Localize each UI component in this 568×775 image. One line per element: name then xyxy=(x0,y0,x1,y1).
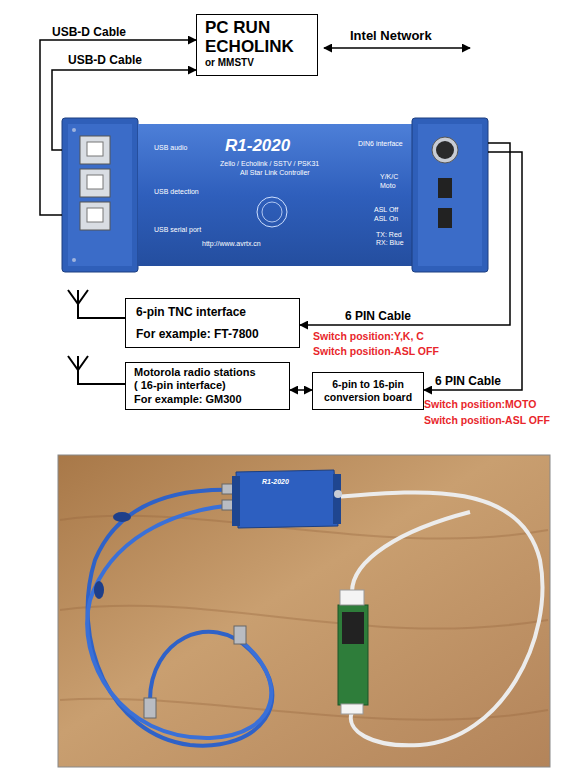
port-label: USB detection xyxy=(154,188,199,196)
cable-label: 6 PIN Cable xyxy=(345,309,411,323)
network-arrow xyxy=(324,47,470,49)
photo-din-port xyxy=(334,490,342,498)
cable-connector xyxy=(290,389,312,391)
din-cable xyxy=(336,492,542,745)
device-caption: All Star Link Controller xyxy=(240,169,310,177)
led-label: RX: Blue xyxy=(376,239,404,247)
asl-switch xyxy=(438,208,452,228)
cable-label: 6 PIN Cable xyxy=(435,374,501,388)
antenna-symbol xyxy=(68,356,125,384)
cable-label: USB-D Cable xyxy=(68,53,142,67)
din-port xyxy=(432,137,458,163)
ferrite-bead xyxy=(113,512,131,522)
network-label: Intel Network xyxy=(350,28,432,43)
pin-header xyxy=(342,612,364,644)
controller-device: R1-2020Zello / Echolink / SSTV / PSK31Al… xyxy=(62,118,488,272)
ferrite-bead xyxy=(94,581,104,599)
switch-note: Switch position-ASL OFF xyxy=(313,345,439,357)
pcb-connector xyxy=(341,704,363,714)
conversion-pcb xyxy=(338,605,368,705)
usb-port-socket xyxy=(87,142,103,156)
wood-grain xyxy=(60,516,548,720)
endplate-face xyxy=(418,124,482,266)
port-label: DIN6 interface xyxy=(358,140,403,148)
logo-ring xyxy=(262,202,282,222)
din-socket xyxy=(436,141,454,159)
box-title: PC RUN ECHOLINK xyxy=(205,18,309,56)
cable-connector xyxy=(300,143,510,325)
cable-label: USB-D Cable xyxy=(52,25,126,39)
switch-note: Switch position-ASL OFF xyxy=(424,414,550,426)
box-note: For example: GM300 xyxy=(134,393,281,406)
usb-port-socket xyxy=(87,208,103,222)
pcb-connector xyxy=(340,590,364,605)
logo-ring xyxy=(257,197,287,227)
switch-label: Moto xyxy=(380,182,396,190)
usb-port xyxy=(80,202,110,230)
box-note: For example: FT-7800 xyxy=(136,327,289,341)
box-title: 6-pin to 16-pin conversion board xyxy=(319,378,417,404)
device-caption: Zello / Echolink / SSTV / PSK31 xyxy=(220,160,319,168)
pc-box: PC RUN ECHOLINKor MMSTV xyxy=(196,14,318,76)
photo-device xyxy=(236,470,338,528)
led-label: TX: Red xyxy=(376,231,402,239)
switch-note: Switch position:Y,K, C xyxy=(313,330,424,342)
right-endplate xyxy=(412,118,488,272)
mode-switch xyxy=(438,178,452,198)
switch-label: ASL On xyxy=(374,215,398,223)
radio-box: Motorola radio stations ( 16-pin interfa… xyxy=(125,362,290,410)
screw xyxy=(72,258,76,262)
usb-plug xyxy=(144,698,156,718)
radio-box: 6-pin TNC interfaceFor example: FT-7800 xyxy=(125,298,300,348)
photo-endplate xyxy=(333,474,341,524)
adapter-box: 6-pin to 16-pin conversion board xyxy=(312,372,424,410)
screw xyxy=(72,128,76,132)
port-label: USB serial port xyxy=(154,226,201,234)
left-endplate xyxy=(62,118,138,272)
usb-cable xyxy=(87,505,271,738)
endplate-face xyxy=(68,124,132,266)
din-cable xyxy=(352,512,470,592)
usb-port xyxy=(80,136,110,164)
product-logo: R1-2020 xyxy=(262,478,289,485)
usb-port-socket xyxy=(87,175,103,189)
box-note: or MMSTV xyxy=(205,56,309,69)
photo-endplate xyxy=(232,476,240,526)
photo-background xyxy=(58,455,550,767)
antenna-symbol xyxy=(68,290,125,318)
usb-port xyxy=(80,169,110,197)
switch-label: ASL Off xyxy=(374,206,398,214)
switch-note: Switch position:MOTO xyxy=(424,398,536,410)
usb-plug xyxy=(234,626,246,644)
cable-connector xyxy=(52,70,196,150)
device-body xyxy=(138,124,412,266)
web-address: http://www.avrtx.cn xyxy=(202,240,261,248)
port-label: USB audio xyxy=(154,144,187,152)
box-title: 6-pin TNC interface xyxy=(136,305,289,319)
switch-label: Y/K/C xyxy=(380,173,398,181)
box-title: Motorola radio stations ( 16-pin interfa… xyxy=(134,366,260,392)
product-logo: R1-2020 xyxy=(225,136,290,155)
